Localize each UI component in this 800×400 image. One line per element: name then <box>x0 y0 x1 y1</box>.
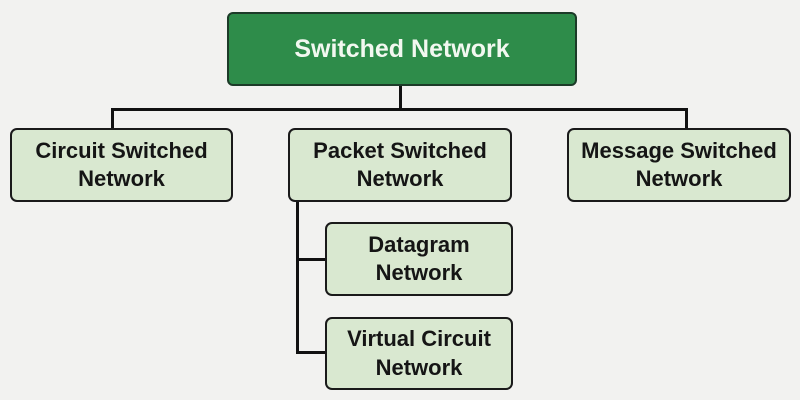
node-virtual-circuit-network-label: Virtual Circuit Network <box>347 326 491 380</box>
connector-branch-datagram <box>296 258 327 261</box>
connector-packet-stub <box>296 202 299 354</box>
node-message-switched-network: Message Switched Network <box>567 128 791 202</box>
connector-main-horizontal <box>111 108 688 111</box>
connector-drop-message <box>685 108 688 129</box>
node-datagram-network: Datagram Network <box>325 222 513 296</box>
node-virtual-circuit-network: Virtual Circuit Network <box>325 317 513 390</box>
node-packet-switched-network: Packet Switched Network <box>288 128 512 202</box>
connector-drop-circuit <box>111 108 114 129</box>
node-switched-network-label: Switched Network <box>294 35 510 63</box>
node-datagram-network-label: Datagram Network <box>368 231 470 285</box>
node-circuit-switched-network-label: Circuit Switched Network <box>35 137 208 191</box>
node-message-switched-network-label: Message Switched Network <box>581 137 777 191</box>
node-circuit-switched-network: Circuit Switched Network <box>10 128 233 202</box>
connector-root-stub <box>399 86 402 110</box>
connector-branch-virtual <box>296 351 327 354</box>
node-switched-network: Switched Network <box>227 12 577 86</box>
node-packet-switched-network-label: Packet Switched Network <box>313 137 487 191</box>
